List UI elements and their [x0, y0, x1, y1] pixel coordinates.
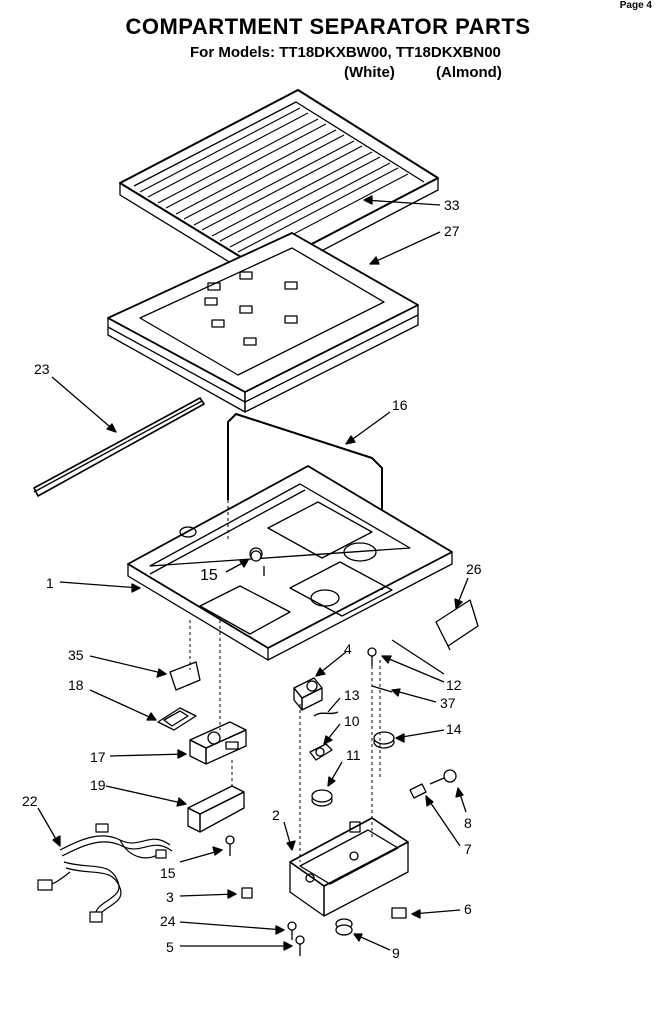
callout-27: 27: [444, 223, 460, 239]
part-24-screw: [287, 921, 297, 940]
part-6-connector: [391, 907, 407, 919]
part-35-clip: [169, 661, 201, 691]
callout-12: 12: [446, 677, 462, 693]
part-7-cam: [409, 783, 427, 799]
part-22-wire-harness: [37, 823, 173, 923]
callout-numbers: 33 27 23 16 1 15 26 35 4 12 18 13 37 10 …: [22, 197, 482, 961]
callout-15-lower: 15: [160, 865, 176, 881]
variant-almond-label: (Almond): [436, 64, 502, 81]
part-14-gear-knob: [373, 731, 395, 749]
part-5-screw: [295, 935, 305, 956]
models-line: For Models: TT18DKXBW00, TT18DKXBN00: [190, 44, 501, 61]
callout-18: 18: [68, 677, 84, 693]
callout-13: 13: [344, 687, 360, 703]
callout-1: 1: [46, 575, 54, 591]
part-33-grille-cover: [119, 89, 439, 283]
callout-7: 7: [464, 841, 472, 857]
part-26-bracket: [435, 599, 479, 651]
part-4-damper-motor: [293, 677, 323, 711]
callout-17: 17: [90, 749, 106, 765]
variant-white-label: (White): [344, 64, 395, 81]
part-19-bezel: [187, 785, 245, 833]
callout-22: 22: [22, 793, 38, 809]
part-3-clip: [241, 887, 253, 899]
callout-24: 24: [160, 913, 176, 929]
callout-3: 3: [166, 889, 174, 905]
diagram-title: COMPARTMENT SEPARATOR PARTS: [125, 14, 531, 39]
part-13-spring: [313, 711, 339, 717]
callout-16: 16: [392, 397, 408, 413]
callout-35: 35: [68, 647, 84, 663]
part-18-gasket: [157, 707, 197, 731]
callout-26: 26: [466, 561, 482, 577]
callout-2: 2: [272, 807, 280, 823]
page-reference: Page 4: [619, 0, 652, 11]
part-8-pin: [429, 769, 457, 785]
callout-33: 33: [444, 197, 460, 213]
part-2-control-base: [289, 817, 409, 917]
callout-11: 11: [346, 747, 361, 763]
callout-9: 9: [392, 945, 400, 961]
part-37-spacer: [371, 685, 393, 693]
part-10-thermostat: [309, 743, 333, 761]
part-17-control-housing: [189, 721, 247, 765]
part-11-knob: [311, 789, 333, 807]
callout-10: 10: [344, 713, 360, 729]
callout-5: 5: [166, 939, 174, 955]
part-9-foot: [335, 918, 353, 936]
callout-23: 23: [34, 361, 50, 377]
alignment-lines: [189, 500, 381, 862]
callout-37: 37: [440, 695, 456, 711]
part-27-separator-frame: [107, 232, 419, 413]
part-16-wire-loop: [227, 413, 383, 590]
part-15-screw-lower: [225, 835, 235, 856]
part-1-separator-panel: [127, 465, 453, 661]
callout-15-upper: 15: [200, 567, 218, 584]
callout-14: 14: [446, 721, 462, 737]
part-15-screw-upper: [250, 550, 265, 576]
part-23-trim-strip: [33, 397, 205, 497]
callout-8: 8: [464, 815, 472, 831]
leader-lines: [37, 195, 469, 951]
part-12-screw: [367, 647, 377, 666]
callout-6: 6: [464, 901, 472, 917]
callout-4: 4: [344, 641, 352, 657]
callout-19: 19: [90, 777, 106, 793]
